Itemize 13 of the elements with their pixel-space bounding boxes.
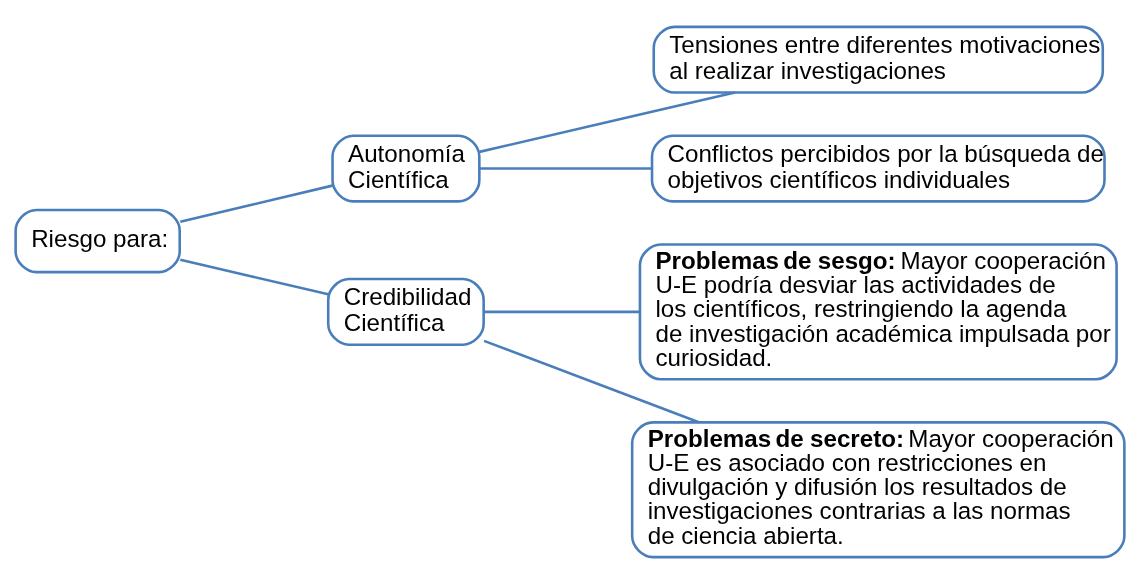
connector bbox=[484, 310, 640, 313]
node-box: Conflictos percibidos por la búsqueda de objetivos científicos individuales bbox=[650, 133, 1106, 203]
node-box: Credibilidad Científica bbox=[326, 277, 485, 346]
connector bbox=[479, 166, 652, 170]
node-box: Problemas de sesgo: Mayor cooperación U-E podría desviar las actividades de los científicos, restringiendo la agenda de investigación académica impulsada por curiosidad. bbox=[638, 242, 1118, 380]
node-box: Tensiones entre diferentes motivaciones al realizar investigaciones bbox=[652, 25, 1105, 94]
node-box: Problemas de secreto: Mayor cooperación U-E es asociado con restricciones en divulgación y difusión los resultados de investigaciones contrarias a las normas de ciencia abierta. bbox=[630, 420, 1126, 558]
connector bbox=[180, 183, 333, 223]
connector bbox=[180, 258, 329, 295]
node-box: Autonomía Científica bbox=[331, 133, 481, 203]
node-box: Riesgo para: bbox=[14, 208, 181, 273]
connector bbox=[479, 90, 736, 153]
connector bbox=[483, 339, 700, 424]
